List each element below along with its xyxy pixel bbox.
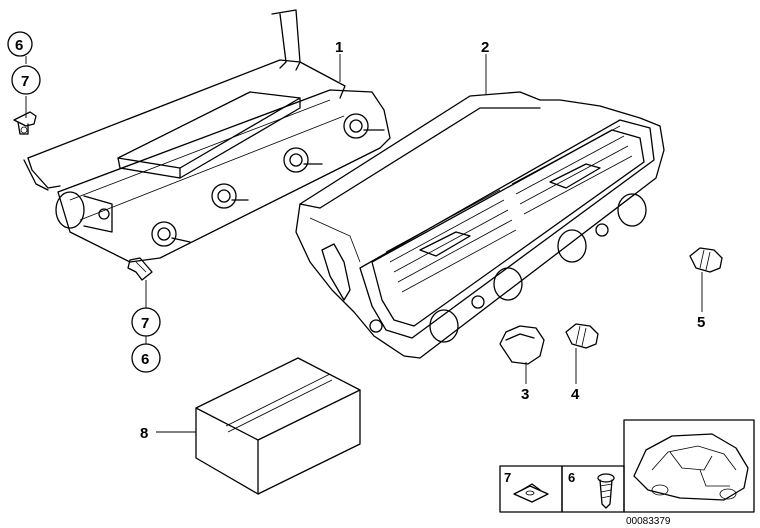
circled-callout-7-bottom: 7: [131, 307, 161, 337]
svg-text:6: 6: [15, 37, 23, 54]
callout-4: 4: [571, 386, 580, 403]
knob-3: [211, 183, 249, 209]
part-2-vent-housing[interactable]: [295, 91, 665, 359]
inset-small-parts: 7 6: [499, 465, 625, 513]
svg-text:7: 7: [21, 73, 29, 90]
knob-2: [283, 147, 323, 173]
leader-lines: [25, 54, 703, 433]
part-5-bulb[interactable]: [689, 247, 723, 273]
circled-callout-7-top: 7: [11, 65, 41, 95]
part-8-box[interactable]: [195, 357, 361, 495]
svg-text:6: 6: [141, 351, 149, 368]
part-4-bulb[interactable]: [565, 323, 599, 349]
inset-label-7: 7: [504, 470, 511, 485]
louvers-left: [385, 189, 517, 293]
callout-3: 3: [521, 386, 529, 403]
part-3-knob[interactable]: [499, 325, 545, 365]
clip-part-7-top[interactable]: [13, 111, 37, 135]
knob-1: [343, 113, 385, 139]
car-location-inset: [623, 419, 755, 513]
callout-1: 1: [335, 39, 343, 56]
svg-text:7: 7: [141, 315, 149, 332]
clip-nut-icon: [513, 483, 549, 503]
screw-icon: [597, 473, 615, 509]
callout-2: 2: [481, 39, 489, 56]
callout-5: 5: [697, 314, 705, 331]
circled-callout-6-bottom: 6: [131, 343, 161, 373]
knob-4: [151, 221, 191, 247]
inset-label-6: 6: [568, 470, 575, 485]
part-1-bracket-assembly[interactable]: [23, 9, 391, 281]
louvers-right: [511, 125, 633, 215]
circled-callout-6-top: 6: [7, 31, 33, 57]
diagram-id: 00083379: [626, 516, 671, 527]
callout-8: 8: [140, 425, 148, 442]
